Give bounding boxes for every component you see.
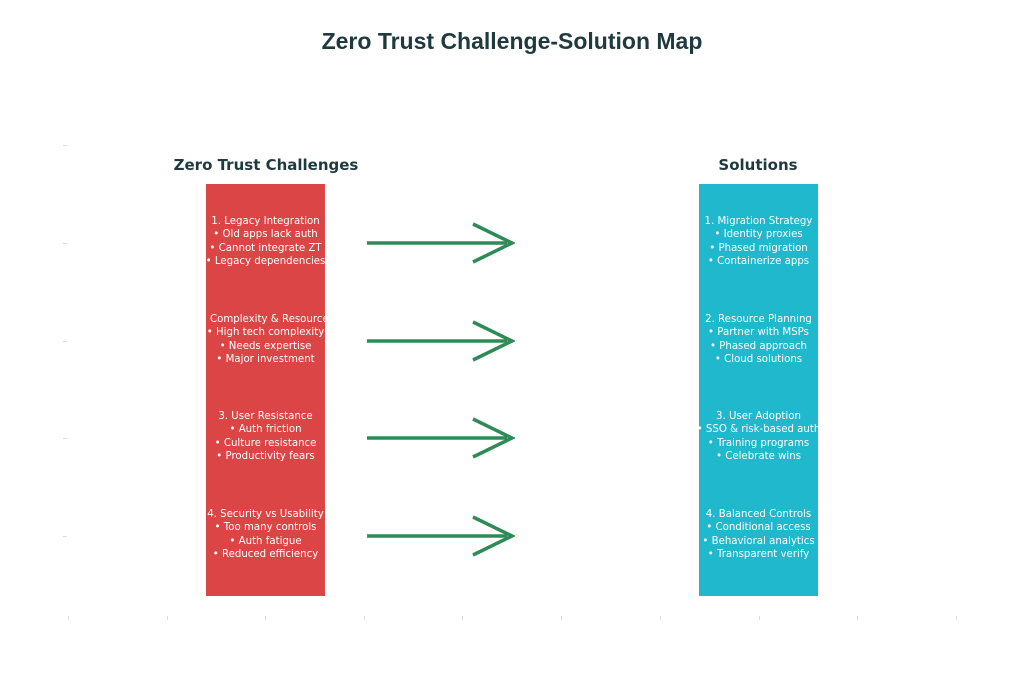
item-bullet: • Training programs — [707, 437, 810, 449]
solutions-heading: Solutions — [718, 156, 798, 174]
item-bullet: • Transparent verify — [707, 548, 810, 560]
axis-tick — [63, 145, 67, 146]
item-title: 4. Balanced Controls — [705, 509, 812, 520]
axis-tick — [561, 616, 562, 620]
item-title: 1. Legacy Integration — [211, 216, 320, 227]
item-title: 3. User Resistance — [218, 411, 313, 422]
item-bullet: • Auth fatigue — [229, 535, 302, 547]
axis-tick — [167, 616, 168, 620]
item-bullet: • Major investment — [216, 353, 315, 365]
item-bullet: • Too many controls — [214, 522, 317, 534]
item-bullet: • Culture resistance — [214, 437, 317, 449]
item-bullet: • Auth friction — [229, 424, 302, 436]
item-bullet: • Phased migration — [709, 242, 808, 254]
solution-item: 3. User Adoption• SSO & risk-based auth•… — [699, 410, 818, 463]
challenge-item: 3. User Resistance • Auth friction• Cultu… — [206, 410, 325, 463]
challenge-item: 1. Legacy Integration • Old apps lack aut… — [206, 215, 325, 268]
item-bullet: • High tech complexity — [206, 327, 325, 339]
item-bullet: • Legacy dependencies — [206, 255, 325, 267]
axis-tick — [956, 616, 957, 620]
axis-tick — [265, 616, 266, 620]
axis-tick — [759, 616, 760, 620]
diagram-title: Zero Trust Challenge-Solution Map — [321, 28, 703, 54]
challenges-heading: Zero Trust Challenges — [173, 156, 359, 174]
item-bullet: • Identity proxies — [714, 229, 803, 241]
challenge-item: 2. Complexity & Resources • High tech com… — [206, 313, 325, 366]
item-bullet: • Productivity fears — [216, 450, 315, 462]
item-bullet: • Phased approach — [709, 340, 808, 352]
item-title: 1. Migration Strategy — [704, 216, 813, 227]
item-bullet: • Old apps lack auth — [213, 229, 318, 241]
solution-item: 1. Migration Strategy• Identity proxies•… — [699, 215, 818, 268]
arrow-icon — [367, 320, 515, 362]
axis-tick — [68, 616, 69, 620]
item-bullet: • SSO & risk-based auth — [699, 424, 818, 436]
item-title: 3. User Adoption — [716, 411, 801, 422]
arrow-icon — [367, 515, 515, 557]
axis-tick — [364, 616, 365, 620]
item-bullet: • Behavioral analytics — [702, 535, 815, 547]
axis-tick — [462, 616, 463, 620]
item-bullet: • Cannot integrate ZT — [209, 242, 322, 254]
axis-tick — [63, 341, 67, 342]
item-bullet: • Celebrate wins — [715, 450, 802, 462]
item-bullet: • Partner with MSPs — [708, 327, 809, 339]
solutions-column: 1. Migration Strategy• Identity proxies•… — [699, 184, 818, 596]
axis-tick — [660, 616, 661, 620]
axis-tick — [857, 616, 858, 620]
challenge-item: 4. Security vs Usability • Too many contr… — [206, 508, 325, 561]
item-bullet: • Containerize apps — [707, 255, 810, 267]
axis-tick — [63, 438, 67, 439]
axis-tick — [63, 243, 67, 244]
arrow-icon — [367, 417, 515, 459]
item-bullet: • Reduced efficiency — [212, 548, 319, 560]
item-bullet: • Conditional access — [706, 522, 811, 534]
item-bullet: • Cloud solutions — [714, 353, 803, 365]
solution-item: 4. Balanced Controls • Conditional access… — [699, 508, 818, 561]
challenges-column: 1. Legacy Integration • Old apps lack aut… — [206, 184, 325, 596]
item-title: 4. Security vs Usability — [207, 509, 324, 520]
item-title: 2. Complexity & Resources — [206, 314, 325, 325]
item-bullet: • Needs expertise — [219, 340, 312, 352]
item-title: 2. Resource Planning — [705, 314, 812, 325]
axis-tick — [63, 536, 67, 537]
arrow-icon — [367, 222, 515, 264]
solution-item: 2. Resource Planning• Partner with MSPs•… — [699, 313, 818, 366]
